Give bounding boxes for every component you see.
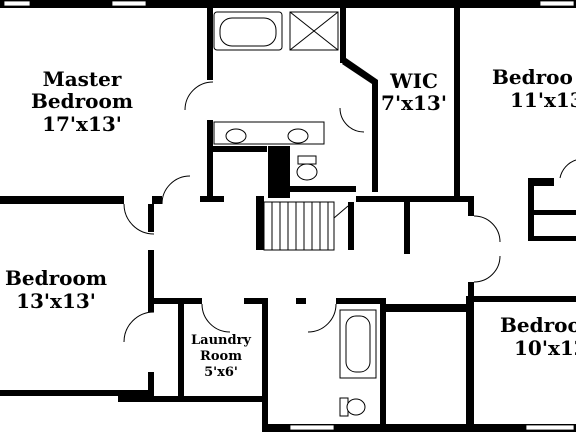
room-label-master: Master Bedroom 17'x13' [31, 67, 133, 136]
bedroom-ne-size: 11'x13 [510, 88, 576, 112]
bedroom-se-size: 10'x12 [514, 336, 576, 360]
bathtub-master [213, 11, 283, 51]
bedroom-w-size: 13'x13' [16, 289, 96, 313]
toilet-master [296, 155, 318, 181]
bedroom-se-label: Bedroo [500, 313, 576, 337]
vanity-master [213, 121, 325, 145]
wic-size: 7'x13' [381, 91, 447, 115]
bedroom-ne-label: Bedroo [492, 65, 573, 89]
room-label-bedroom-ne: Bedroo 11'x13 [492, 65, 576, 112]
laundry-size: 5'x6' [204, 365, 238, 380]
room-label-bedroom-w: Bedroom 13'x13' [5, 266, 107, 313]
wic-label: WIC [389, 69, 438, 93]
master-label-line2: Bedroom [31, 89, 133, 113]
toilet-hall [339, 397, 366, 417]
shower-master [289, 11, 339, 51]
laundry-label-line1: Laundry [191, 333, 251, 348]
room-label-bedroom-se: Bedroo 10'x12 [500, 313, 576, 360]
staircase [263, 201, 349, 251]
room-label-laundry: Laundry Room 5'x6' [191, 333, 251, 380]
room-label-wic: WIC 7'x13' [381, 69, 447, 115]
doors [123, 81, 576, 343]
master-label-line1: Master [43, 67, 122, 91]
master-size: 17'x13' [42, 112, 122, 136]
bathtub-hall [339, 309, 377, 379]
laundry-label-line2: Room [200, 349, 242, 364]
bedroom-w-label: Bedroom [5, 266, 107, 290]
